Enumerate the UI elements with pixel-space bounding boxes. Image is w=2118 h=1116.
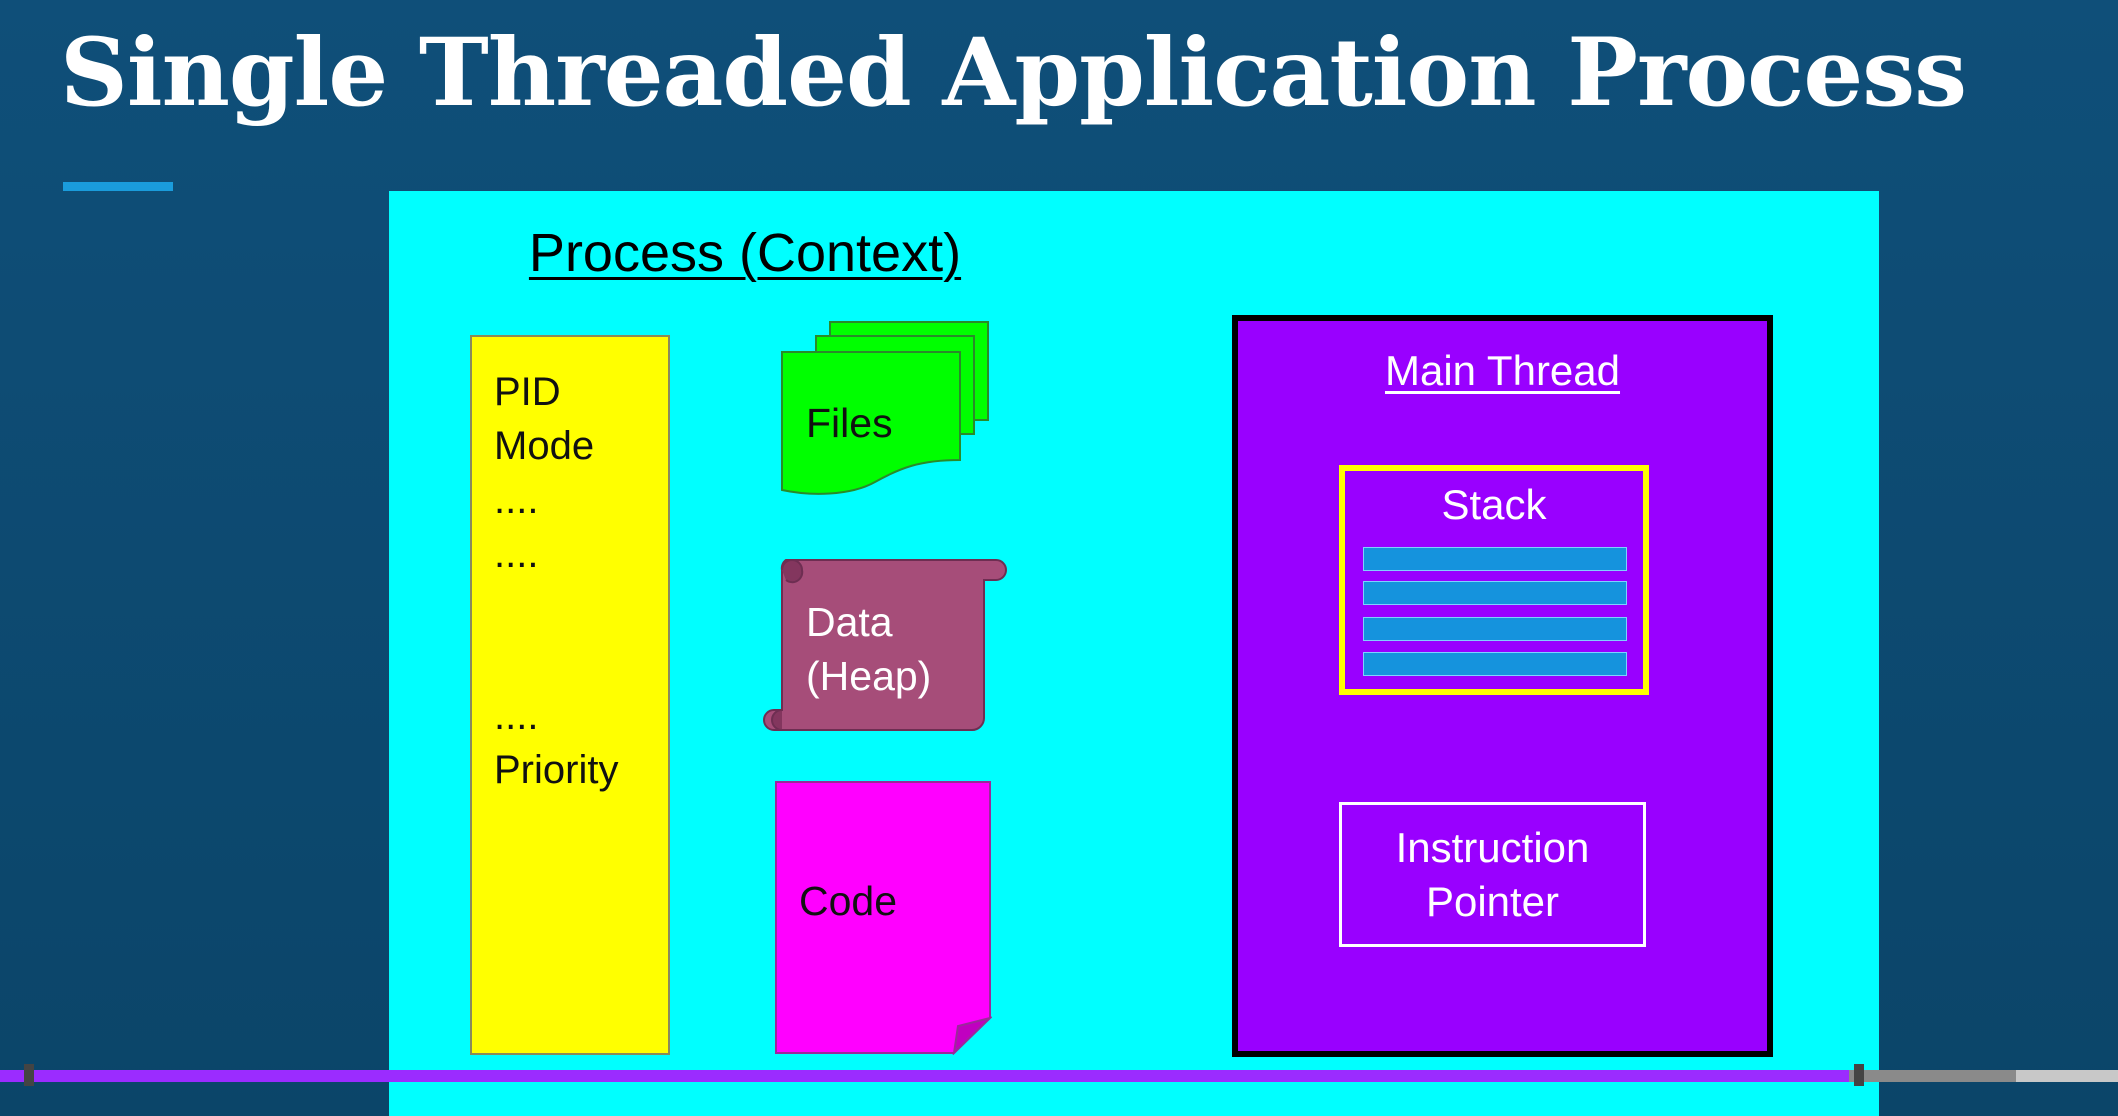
pcb-line: ....: [494, 532, 539, 576]
process-title: Process (Context): [528, 223, 962, 283]
slide-title: Single Threaded Application Process: [60, 18, 1967, 128]
main-thread-title: Main Thread: [1384, 347, 1621, 394]
code-label: Code: [799, 878, 898, 924]
stack-label: Stack: [1441, 481, 1547, 528]
data-heap-label: Data (Heap): [806, 595, 931, 703]
ip-label-line: Instruction: [1395, 823, 1590, 871]
data-heap-icon: [763, 559, 1007, 731]
title-accent-bar: [63, 182, 173, 191]
video-scrubber-handle[interactable]: [1854, 1064, 1864, 1086]
pcb-line: ....: [494, 478, 539, 522]
chapter-marker: [24, 1064, 34, 1086]
video-progress-played: [0, 1070, 1849, 1082]
instruction-pointer-box: Instruction Pointer: [1339, 802, 1646, 947]
stack-box: Stack: [1339, 465, 1649, 695]
data-label-line: (Heap): [806, 653, 932, 699]
video-progress-unloaded: [2016, 1070, 2118, 1082]
main-thread-box: Main Thread Stack Instruction Pointer: [1232, 315, 1773, 1057]
pcb-line: Priority: [494, 748, 619, 792]
data-label-line: Data: [806, 599, 893, 645]
ip-label-line: Pointer: [1425, 877, 1560, 925]
pcb-line: PID: [494, 370, 561, 414]
pcb-line: Mode: [494, 424, 595, 468]
code-icon: [775, 781, 992, 1055]
pcb-line: ....: [494, 694, 539, 738]
stack-frame: [1363, 547, 1627, 571]
stack-frame: [1363, 652, 1627, 676]
process-control-block: PID Mode .... .... .... Priority: [470, 335, 670, 1055]
files-label: Files: [806, 400, 893, 446]
stack-frame: [1363, 581, 1627, 605]
files-icon: [781, 321, 989, 495]
video-progress-buffered: [1848, 1070, 2016, 1082]
pcb-gap: [494, 581, 668, 689]
stack-frame: [1363, 617, 1627, 641]
